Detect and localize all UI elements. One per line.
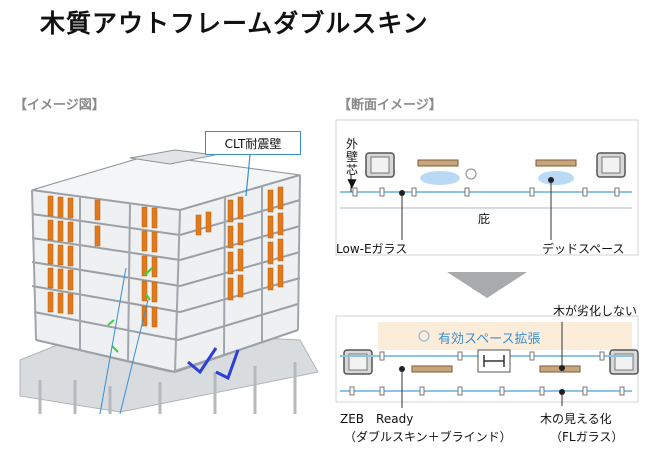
zeb-ready-sub-label: （ダブルスキン＋ブラインド） [344, 430, 512, 444]
exterior-wall-core-label: 外 壁 芯 ▼ [345, 137, 358, 190]
section-heading: 【断面イメージ】 [338, 98, 442, 113]
fl-glass-label: （FLガラス） [550, 430, 624, 444]
dead-space-label: デッドスペース [542, 242, 625, 256]
clt-callout: CLT耐震壁 [205, 131, 301, 155]
image-heading: 【イメージ図】 [14, 98, 105, 113]
wood-no-degrade-label: 木が劣化しない [553, 304, 638, 318]
page-title: 木質アウトフレームダブルスキン [40, 9, 429, 38]
wood-visible-label: 木の見える化 [540, 412, 612, 426]
zeb-ready-label: ZEB Ready [340, 412, 414, 426]
lowe-glass-label: Low-Eガラス [336, 242, 408, 256]
effective-space-label: 有効スペース拡張 [438, 332, 541, 347]
eave-label: 庇 [478, 212, 491, 226]
